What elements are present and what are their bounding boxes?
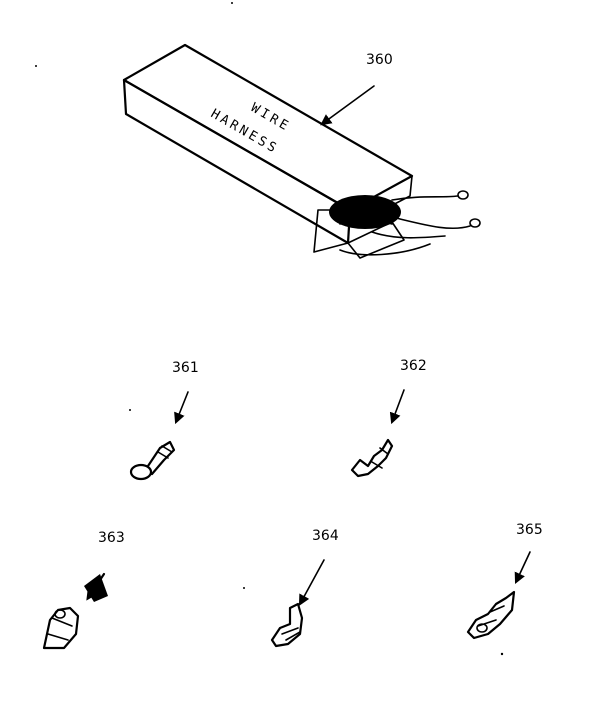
callout-364: 364 <box>312 528 339 544</box>
callout-363: 363 <box>98 530 125 546</box>
callout-360: 360 <box>366 52 393 68</box>
scan-specks <box>35 2 504 656</box>
ink-smudge <box>84 574 108 602</box>
callout-362: 362 <box>400 358 427 374</box>
terminal-364 <box>270 602 304 648</box>
terminal-361 <box>129 440 176 481</box>
terminal-363 <box>42 606 80 650</box>
terminal-365 <box>466 590 516 640</box>
callout-361: 361 <box>172 360 199 376</box>
wire-harness-box: WIRE HARNESS <box>122 43 481 259</box>
terminal-362 <box>350 438 394 478</box>
callout-365: 365 <box>516 522 543 538</box>
